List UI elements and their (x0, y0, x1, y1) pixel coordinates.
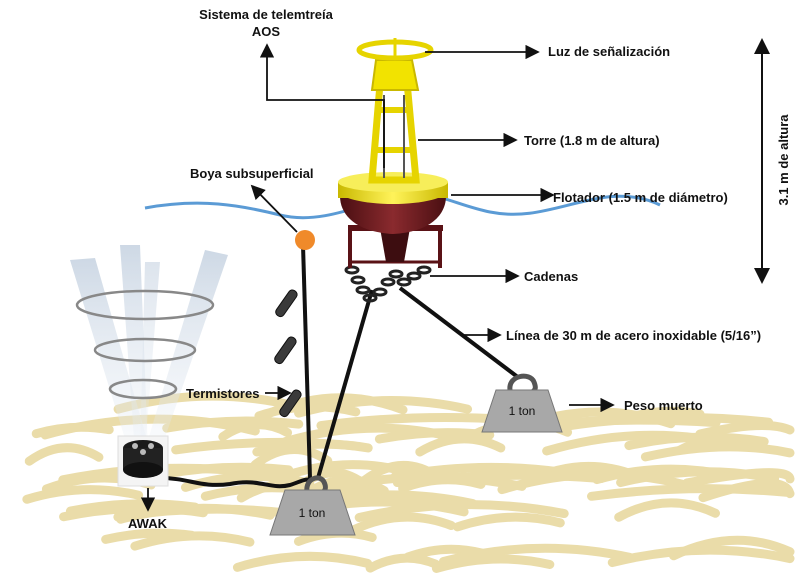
seabed-stroke (349, 512, 456, 535)
seabed-stroke (365, 553, 441, 573)
seabed-stroke (682, 468, 795, 488)
seabed-stroke (130, 531, 255, 551)
seabed-stroke (162, 416, 304, 433)
seabed-stroke (218, 420, 293, 442)
label-subsurface-buoy: Boya subsuperficial (190, 166, 314, 181)
seabed-stroke (698, 478, 795, 503)
seabed-stroke (669, 535, 795, 561)
label-telemetry-aos: AOS (252, 24, 281, 39)
seabed-stroke (161, 462, 294, 479)
label-telemetry: Sistema de telemtreía (199, 7, 333, 22)
weight-large-label: 1 ton (509, 404, 536, 418)
seabed-stroke (695, 420, 795, 439)
label-thermistors: Termistores (186, 386, 259, 401)
seabed-stroke (232, 551, 373, 572)
label-dead-weight: Peso muerto (624, 398, 703, 413)
chains (344, 265, 432, 303)
weight-large: 1 ton (481, 373, 563, 433)
seabed-stroke (354, 500, 569, 523)
seabed-stroke (452, 512, 565, 532)
label-tower: Torre (1.8 m de altura) (524, 133, 660, 148)
annotation-arrows (140, 38, 770, 512)
seabed-stroke (22, 485, 144, 504)
seabed-stroke (252, 439, 373, 457)
label-chains: Cadenas (524, 269, 578, 284)
weight-small-label: 1 ton (299, 506, 326, 520)
buoy (338, 38, 448, 268)
seabed-stroke (607, 545, 795, 568)
seabed-stroke (438, 543, 635, 566)
seabed-stroke (640, 442, 795, 462)
seabed-stroke (31, 422, 114, 439)
seabed-stroke (392, 470, 606, 488)
label-awak: AWAK (128, 516, 168, 531)
seabed-stroke (614, 498, 720, 522)
seabed-stroke (415, 434, 506, 457)
seabed-stroke (65, 499, 200, 516)
mooring-lines (159, 244, 521, 489)
seabed-stroke (24, 443, 104, 466)
seabed-stroke (113, 504, 291, 522)
label-float: Flotador (1.5 m de diámetro) (553, 190, 728, 205)
label-light: Luz de señalización (548, 44, 670, 59)
seabed-stroke (269, 460, 425, 485)
awak-device (117, 435, 169, 487)
weight-small: 1 ton (269, 475, 356, 536)
thermistors (274, 289, 302, 418)
label-line: Línea de 30 m de acero inoxidable (5/16”… (506, 328, 761, 343)
awak-beams (70, 245, 228, 455)
label-height: 3.1 m de altura (776, 114, 791, 206)
seabed-stroke (431, 554, 555, 573)
subsurface-buoy (295, 230, 315, 250)
